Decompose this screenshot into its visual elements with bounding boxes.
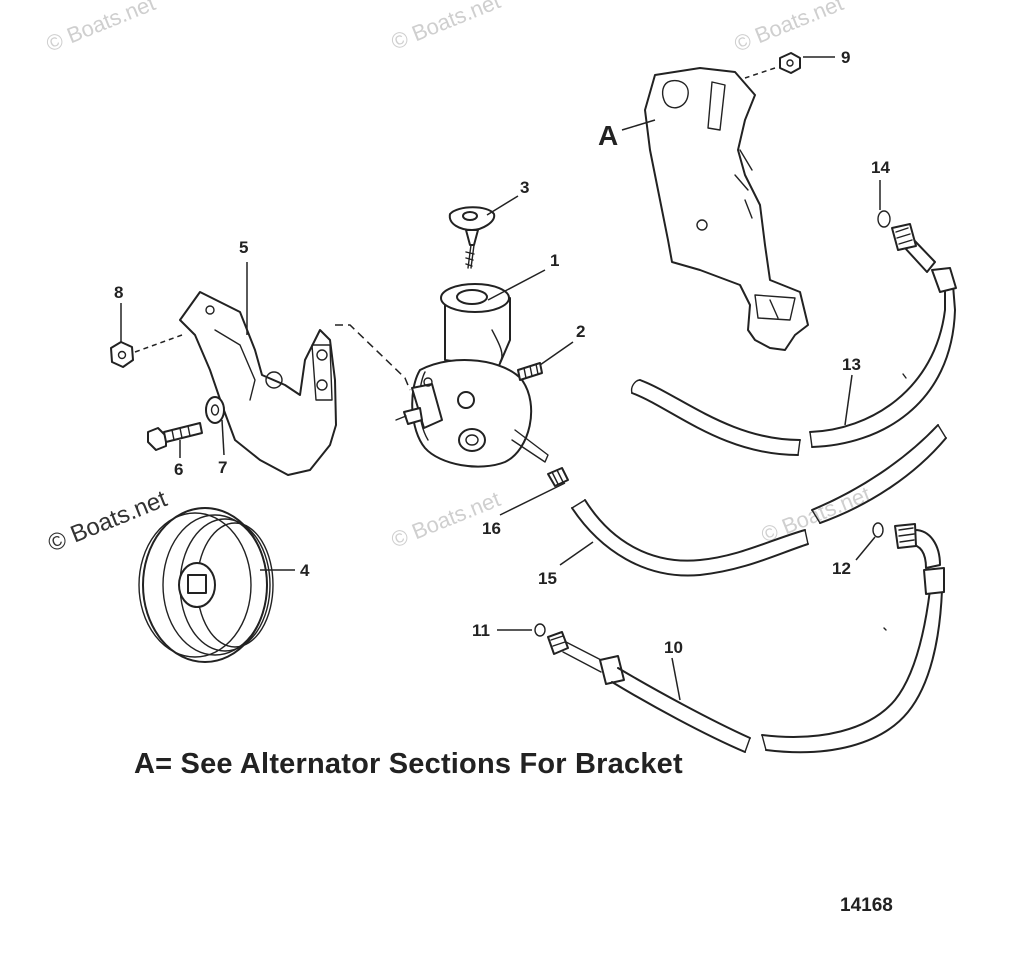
hose-part-10 [547, 523, 945, 754]
bracket-note: A= See Alternator Sections For Bracket [134, 748, 683, 780]
leader-line [855, 536, 876, 561]
callout-label-13: 13 [842, 355, 861, 374]
o-ring-part-12 [872, 522, 884, 538]
callout-label-9: 9 [841, 48, 850, 67]
pump-bracket-part-5 [179, 291, 337, 476]
stray-mark [883, 627, 887, 631]
leader-line [671, 657, 681, 701]
watermark: © Boats.net [731, 0, 847, 57]
callout-label-2: 2 [576, 322, 585, 341]
fitting-part-16 [547, 467, 569, 487]
leader-line [559, 541, 594, 566]
callout-label-12: 12 [832, 559, 851, 578]
bolt-part-6 [147, 422, 203, 451]
callout-label-5: 5 [239, 238, 248, 257]
watermark: © Boats.net [43, 0, 159, 57]
leader-line [134, 334, 183, 353]
power-steering-pump-part-1 [395, 283, 549, 468]
watermark: © Boats.net [388, 0, 504, 55]
callout-label-A: A [598, 120, 618, 151]
alternator-bracket-drawing [644, 67, 809, 351]
callout-label-4: 4 [300, 561, 310, 580]
figure-number: 14168 [840, 895, 893, 916]
callout-label-6: 6 [174, 460, 183, 479]
leader-line [335, 324, 411, 391]
watermark: © Boats.net [758, 481, 874, 547]
o-ring-part-14 [877, 210, 891, 228]
leader-line [539, 341, 574, 366]
leader-line [221, 419, 225, 456]
stray-mark [902, 373, 907, 379]
washer-part-7 [205, 396, 225, 424]
callout-label-15: 15 [538, 569, 557, 588]
callout-label-10: 10 [664, 638, 683, 657]
leader-line [486, 195, 519, 216]
stud-part-2 [517, 362, 543, 381]
callout-label-3: 3 [520, 178, 529, 197]
callout-label-14: 14 [871, 158, 890, 177]
reservoir-cap-part-3 [448, 206, 496, 269]
callout-label-11: 11 [472, 621, 490, 640]
nut-part-9 [779, 52, 801, 74]
leader-line [844, 374, 853, 426]
callout-label-16: 16 [482, 519, 501, 538]
leader-line [487, 269, 546, 301]
callout-label-1: 1 [550, 251, 559, 270]
callout-label-8: 8 [114, 283, 123, 302]
leader-line [621, 119, 656, 131]
o-ring-part-11 [534, 623, 546, 637]
pulley-part-4 [138, 507, 274, 663]
leader-line [499, 482, 566, 516]
callout-label-7: 7 [218, 458, 227, 477]
leader-line [744, 67, 776, 79]
hose-part-13 [630, 223, 957, 456]
nut-part-8 [110, 341, 134, 368]
hose-part-15 [571, 424, 947, 577]
